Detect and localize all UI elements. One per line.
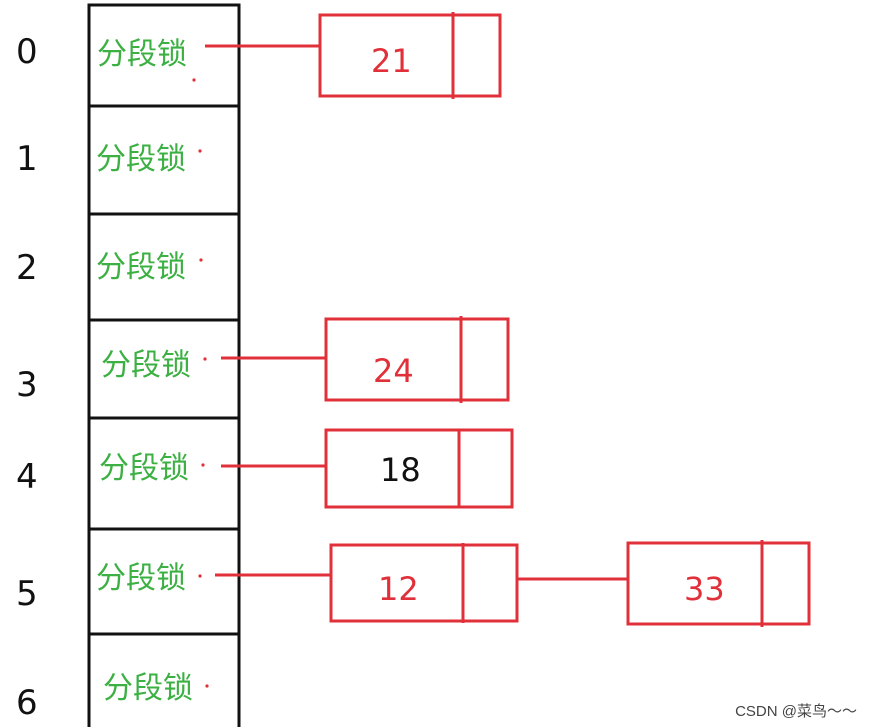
- index-label-3: 3: [16, 365, 38, 405]
- node-boxes: [318, 12, 811, 627]
- node-24-box: [324, 317, 510, 402]
- segment-label-6: 分段锁: [103, 671, 193, 706]
- label-markers: [192, 78, 209, 688]
- node-value-12: 12: [378, 570, 419, 608]
- segment-label-5: 分段锁: [96, 561, 186, 596]
- index-label-1: 1: [16, 139, 38, 179]
- node-value-21: 21: [371, 42, 412, 80]
- node-33-box: [626, 541, 811, 626]
- segment-label-2: 分段锁: [96, 250, 186, 285]
- node-value-33: 33: [684, 570, 725, 608]
- segment-cell-6: [87, 632, 241, 727]
- node-18-box: [324, 428, 514, 509]
- segment-label-4: 分段锁: [99, 451, 189, 486]
- node-value-24: 24: [373, 352, 414, 390]
- link-lines: [205, 44, 628, 581]
- index-label-0: 0: [16, 32, 38, 72]
- node-12-box: [329, 543, 519, 623]
- index-label-4: 4: [16, 457, 38, 497]
- segment-label-0: 分段锁: [97, 37, 187, 72]
- index-label-6: 6: [16, 683, 38, 723]
- index-label-2: 2: [16, 248, 38, 288]
- segment-array: [87, 3, 241, 727]
- node-value-18: 18: [380, 451, 421, 489]
- segment-label-1: 分段锁: [96, 142, 186, 177]
- index-label-5: 5: [16, 574, 38, 614]
- segment-label-3: 分段锁: [101, 348, 191, 383]
- node-21-box: [318, 13, 502, 98]
- watermark: CSDN @菜鸟～～: [735, 703, 857, 720]
